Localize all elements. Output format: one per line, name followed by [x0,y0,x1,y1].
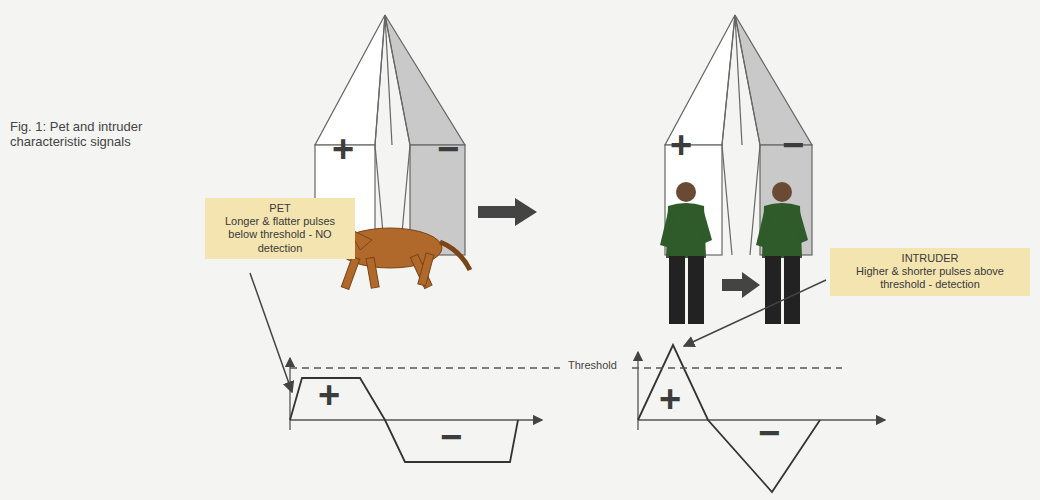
polarity-sign: + [332,128,354,172]
polarity-sign: + [670,124,692,168]
callout-text: Higher & shorter pulses above threshold … [836,265,1024,291]
figure-caption: Fig. 1: Pet and intruder characteristic … [10,120,200,150]
polarity-sign: − [440,416,462,460]
polarity-sign: + [318,374,340,418]
callout-text: Longer & flatter pulses below threshold … [211,215,349,255]
callout-box: PETLonger & flatter pulses below thresho… [205,198,355,259]
polarity-sign: − [758,412,780,456]
polarity-sign: − [782,124,804,168]
polarity-sign: + [659,378,681,422]
threshold-label: Threshold [565,359,620,372]
polarity-sign: − [437,128,459,172]
callout-heading: PET [211,202,349,215]
callout-box: INTRUDERHigher & shorter pulses above th… [830,248,1030,296]
callout-heading: INTRUDER [836,252,1024,265]
